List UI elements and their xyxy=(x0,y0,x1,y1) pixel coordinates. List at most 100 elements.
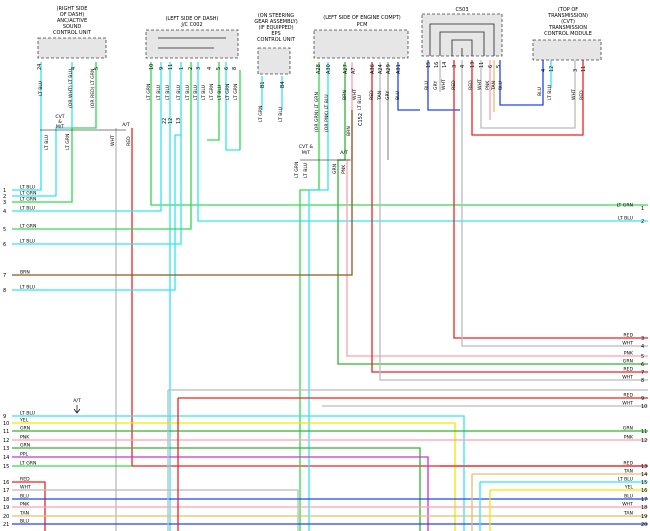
left-row-number: 3 xyxy=(3,200,6,206)
left-row-number: 5 xyxy=(3,227,6,233)
wire-sound-ltgrn xyxy=(12,62,97,203)
right-row-wire-label: LT GRN xyxy=(617,203,633,209)
jc-pin-2: 2 xyxy=(188,67,194,70)
right-row-number: 16 xyxy=(641,488,647,494)
left-row-wire-label: LT BLU xyxy=(20,206,35,212)
jc-wire-label-8: LT BLU xyxy=(217,85,223,100)
at-label-3: A/T xyxy=(73,398,81,404)
left-row-number: 10 xyxy=(3,421,9,427)
wire-sound-ltblu-b xyxy=(12,62,73,197)
jc-pin-10: 10 xyxy=(149,64,155,70)
pcm-wire-label-3: WHT xyxy=(352,89,358,100)
mid-vlabel-9: BRN xyxy=(346,126,352,136)
right-row-wire-label: YEL xyxy=(624,485,634,491)
eps-title-2: (IF EQUIPPED) xyxy=(258,25,293,31)
c503-wire-label-1: GRY xyxy=(433,81,439,90)
mid-vlabel-8: LT BLU xyxy=(357,95,363,110)
left-row-number: 15 xyxy=(3,464,9,470)
wire-c503-blu xyxy=(427,60,460,111)
left-row-number: 1 xyxy=(3,188,6,194)
c503-pin-3: 3 xyxy=(452,65,458,68)
c503-pin-13: 13 xyxy=(470,62,476,68)
wires xyxy=(12,60,648,531)
c503-wire-label-6: PNK xyxy=(485,80,491,90)
wire-jc-1 xyxy=(197,62,648,222)
anc-sound-box xyxy=(37,37,107,59)
mid-vlabel-4: LT GRN xyxy=(294,162,300,178)
eps-pin-b4: B4 xyxy=(280,81,286,88)
pcm: (LEFT SIDE OF ENGINE COMPT) PCM xyxy=(313,15,409,59)
c503-pin-14: 14 xyxy=(442,62,448,68)
wire-lower-wht xyxy=(12,489,299,531)
mid-labels: CVT & M/T A/T CVT & M/T A/T A/T LT BLU L… xyxy=(40,95,363,414)
wire-jc-6 xyxy=(225,62,240,151)
left-row-number: 4 xyxy=(3,209,6,215)
right-row-number: 4 xyxy=(641,344,644,350)
wire-color-labels: LT BLU (OR WHT) LT BLU (OR RED) LT GRN L… xyxy=(38,69,585,132)
sound-wire-label-0: LT BLU xyxy=(38,81,44,96)
right-row-wire-label: BLU xyxy=(624,494,633,500)
pin-labels: 24 4 5 10 9 11 12 22 13 1 2 3 4 5 6 8 B1… xyxy=(37,62,587,126)
eps-wire-label-1: LT BLU xyxy=(278,107,284,122)
left-row-number: 7 xyxy=(3,273,6,279)
left-row-wire-label: LT BLU xyxy=(20,285,35,291)
wire-jc-12 xyxy=(12,62,182,291)
left-row-number: 16 xyxy=(3,480,9,486)
left-row-number: 19 xyxy=(3,505,9,511)
c503-wire-label-0: BLU xyxy=(424,81,430,90)
right-row-wire-label: GRN xyxy=(623,426,633,432)
jc-pin-4: 4 xyxy=(207,67,213,70)
cvt-mt-label-4: M/T xyxy=(302,150,311,156)
pcm-pin-a24: A24 xyxy=(378,64,384,74)
left-row-number: 11 xyxy=(3,429,9,435)
pcm-wire-label-5: TAN xyxy=(377,91,383,101)
right-row-number: 17 xyxy=(641,497,647,503)
right-row-number: 3 xyxy=(641,336,644,342)
left-row-wire-label: GRN xyxy=(20,443,30,449)
jc-wire-label-2: LT BLU xyxy=(165,85,171,100)
left-row-number: 20 xyxy=(3,514,9,520)
mid-vlabel-1: LT GRN xyxy=(65,134,71,150)
pcm-box xyxy=(313,29,409,59)
right-row-number: 14 xyxy=(641,472,647,478)
c503-pin-6: 6 xyxy=(488,65,494,68)
pcm-wire-label-1: (OR PNK) LT BLU xyxy=(324,94,330,132)
wire-pcm-a24 xyxy=(379,62,648,381)
sound-pin-24: 24 xyxy=(37,64,43,70)
wire-lower-ppl xyxy=(12,456,429,531)
tcm-wire-label-1: LT BLU xyxy=(547,85,553,100)
tcm-pin-12: 12 xyxy=(549,66,555,72)
pcm-wire-label-7: BLU xyxy=(395,91,401,100)
c503-wire-label-3: RED xyxy=(451,80,457,90)
left-row-number: 12 xyxy=(3,438,9,444)
c503-pin-16: 16 xyxy=(434,62,440,68)
left-row-number: 6 xyxy=(3,242,6,248)
left-row-wire-label: PNK xyxy=(20,502,30,508)
c503-internal-links xyxy=(429,23,495,56)
wire-pcm-a30 xyxy=(308,62,329,531)
transmission-control-module: (TOP OF TRANSMISSION) (CVT) TRANSMISSION… xyxy=(532,7,602,61)
sound-title-0: (RIGHT SIDE xyxy=(57,6,88,12)
wire-lower-yel xyxy=(12,422,456,531)
right-row-wire-label: WHT xyxy=(622,375,633,381)
jc-pin-22: 22 xyxy=(162,118,168,124)
pcm-pin-a30: A30 xyxy=(326,64,332,74)
tcm-title-0: (TOP OF xyxy=(558,7,578,13)
pcm-pin-a36: A36 xyxy=(370,64,376,74)
cvt-mt-label-2: M/T xyxy=(56,124,65,130)
sound-wire-label-2: (OR RED) LT GRN xyxy=(90,69,96,108)
right-row-number: 8 xyxy=(641,378,644,384)
jc-pin-13: 13 xyxy=(176,118,182,124)
wire-tcm-red xyxy=(471,60,584,136)
eps-box xyxy=(257,47,291,75)
left-row-wire-label: LT GRN xyxy=(20,191,36,197)
left-row-wire-label: LT BLU xyxy=(20,411,35,417)
right-row-number: 7 xyxy=(641,370,644,376)
sound-title-3: SOUND xyxy=(63,24,82,30)
wire-lower-red xyxy=(12,481,46,531)
jc-pin-8: 8 xyxy=(232,67,238,70)
tcm-title-3: TRANSMISSION xyxy=(548,25,587,31)
wire-c503-wht2 xyxy=(461,60,648,347)
